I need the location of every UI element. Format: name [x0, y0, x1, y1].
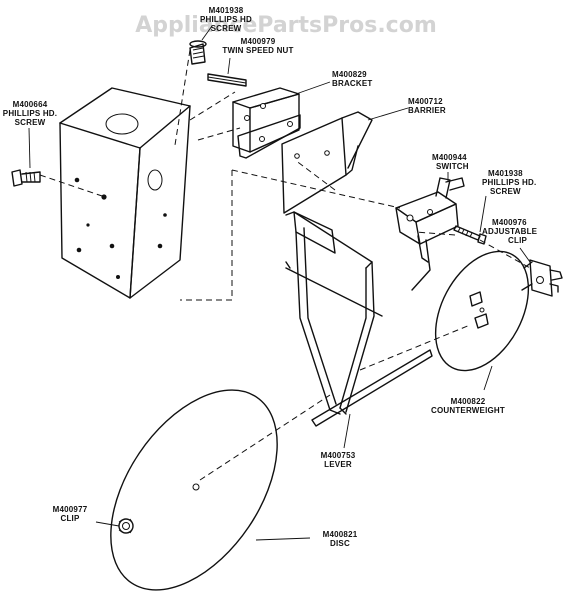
label-number-phillips-screw-top: M401938 [209, 6, 244, 15]
watermark: AppliancePartsPros.com [135, 13, 437, 38]
label-number-disc: M400821 [323, 530, 358, 539]
counterweight-part [434, 250, 530, 372]
switch-part [395, 177, 465, 291]
label-name-switch: SWITCH [436, 162, 469, 171]
label-name-phillips-screw-switch-2: SCREW [490, 187, 521, 196]
label-number-twin-speed-nut: M400979 [241, 37, 276, 46]
label-name-disc: DISC [330, 539, 350, 548]
label-name-counterweight: COUNTERWEIGHT [431, 406, 505, 415]
housing-box [59, 87, 191, 299]
label-number-switch: M400944 [432, 153, 467, 162]
assembly-lines [39, 49, 531, 481]
label-name-phillips-screw-top-2: SCREW [211, 24, 242, 33]
label-name-phillips-screw-left-2: SCREW [15, 118, 46, 127]
label-name-adjustable-clip-2: CLIP [508, 236, 527, 245]
label-name-bracket: BRACKET [332, 79, 373, 88]
label-name-barrier: BARRIER [408, 106, 446, 115]
adjustable-clip-part [521, 259, 563, 297]
label-number-lever: M400753 [321, 451, 356, 460]
twin-speed-nut-part [207, 73, 247, 87]
clip-part [118, 518, 134, 534]
disc-part [110, 389, 278, 591]
label-number-phillips-screw-left: M400664 [13, 100, 48, 109]
label-name-phillips-screw-top-1: PHILLIPS HD [200, 15, 252, 24]
bracket-part [232, 87, 301, 159]
label-name-twin-speed-nut: TWIN SPEED NUT [222, 46, 293, 55]
label-name-phillips-screw-left-1: PHILLIPS HD. [3, 109, 57, 118]
label-number-barrier: M400712 [408, 97, 443, 106]
lever-part [285, 211, 433, 427]
phillips-screw-top-part [189, 40, 207, 65]
label-number-bracket: M400829 [332, 70, 367, 79]
label-name-clip: CLIP [60, 514, 79, 523]
label-number-counterweight: M400822 [451, 397, 486, 406]
label-name-adjustable-clip-1: ADJUSTABLE [482, 227, 538, 236]
part-labels: M401938 PHILLIPS HD SCREW M400979 TWIN S… [3, 6, 538, 548]
label-number-phillips-screw-switch: M401938 [488, 169, 523, 178]
label-name-lever: LEVER [324, 460, 352, 469]
barrier-part [281, 111, 373, 214]
phillips-screw-switch-part [453, 225, 487, 245]
label-number-adjustable-clip: M400976 [492, 218, 527, 227]
label-name-phillips-screw-switch-1: PHILLIPS HD. [482, 178, 536, 187]
phillips-screw-left-part [11, 169, 41, 187]
label-number-clip: M400977 [53, 505, 88, 514]
leader-lines [28, 25, 531, 541]
